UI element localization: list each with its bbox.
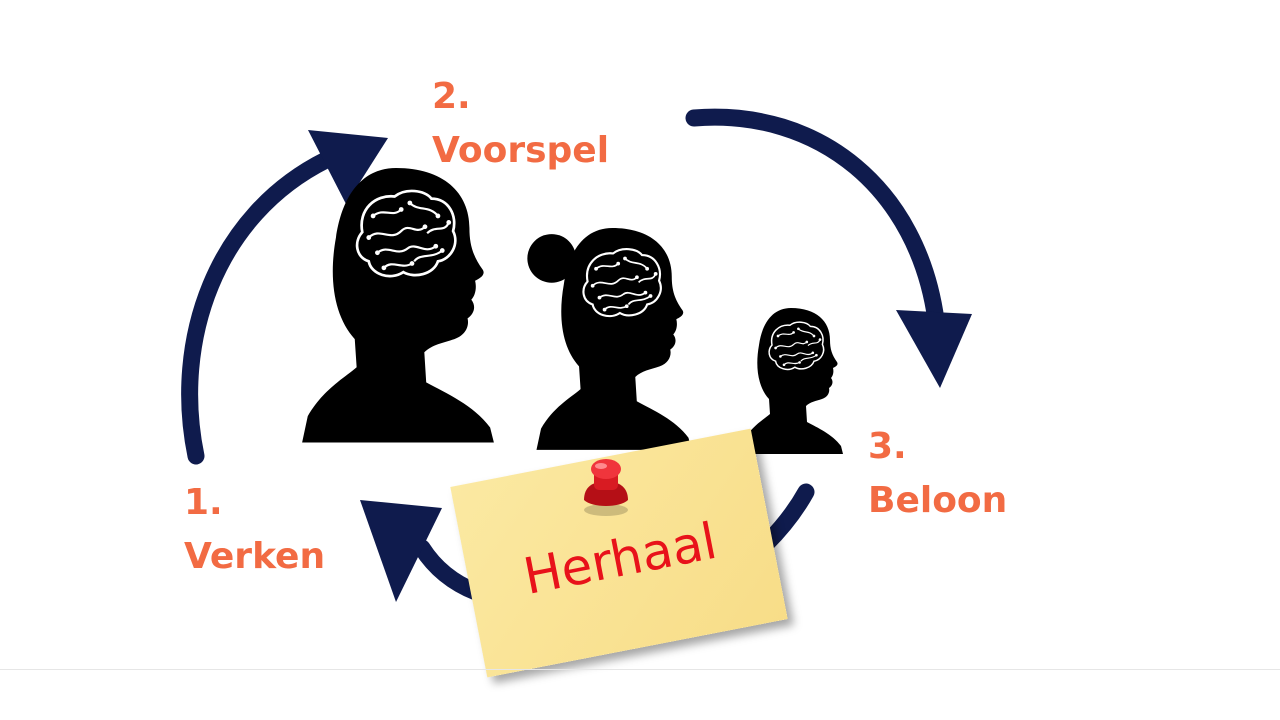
step-verken-label: Verken bbox=[184, 536, 326, 577]
heads-group bbox=[302, 168, 843, 454]
arrow-head-verken bbox=[360, 500, 442, 602]
cycle-arrows bbox=[181, 108, 972, 602]
step-verken: 1. Verken bbox=[184, 476, 325, 584]
step-beloon-number: 3. bbox=[868, 426, 907, 467]
step-voorspel-label: Voorspel bbox=[432, 130, 610, 171]
arrow-verken-to-voorspel bbox=[181, 151, 335, 465]
slide-bottom-divider bbox=[0, 669, 1280, 670]
step-verken-number: 1. bbox=[184, 482, 223, 523]
arrow-voorspel-to-beloon bbox=[685, 108, 945, 329]
man-head-silhouette-icon bbox=[302, 168, 494, 443]
woman-head-silhouette-icon bbox=[527, 228, 692, 450]
step-voorspel-number: 2. bbox=[432, 76, 471, 117]
child-head-silhouette-icon bbox=[741, 308, 843, 454]
arrow-head-voorspel bbox=[308, 130, 388, 204]
arrow-beloon-to-verken-right bbox=[757, 483, 815, 553]
arrow-head-beloon bbox=[896, 310, 972, 388]
step-beloon-label: Beloon bbox=[868, 480, 1008, 521]
step-voorspel: 2. Voorspel bbox=[432, 70, 609, 178]
push-pin-icon bbox=[584, 459, 628, 516]
step-beloon: 3. Beloon bbox=[868, 420, 1007, 528]
